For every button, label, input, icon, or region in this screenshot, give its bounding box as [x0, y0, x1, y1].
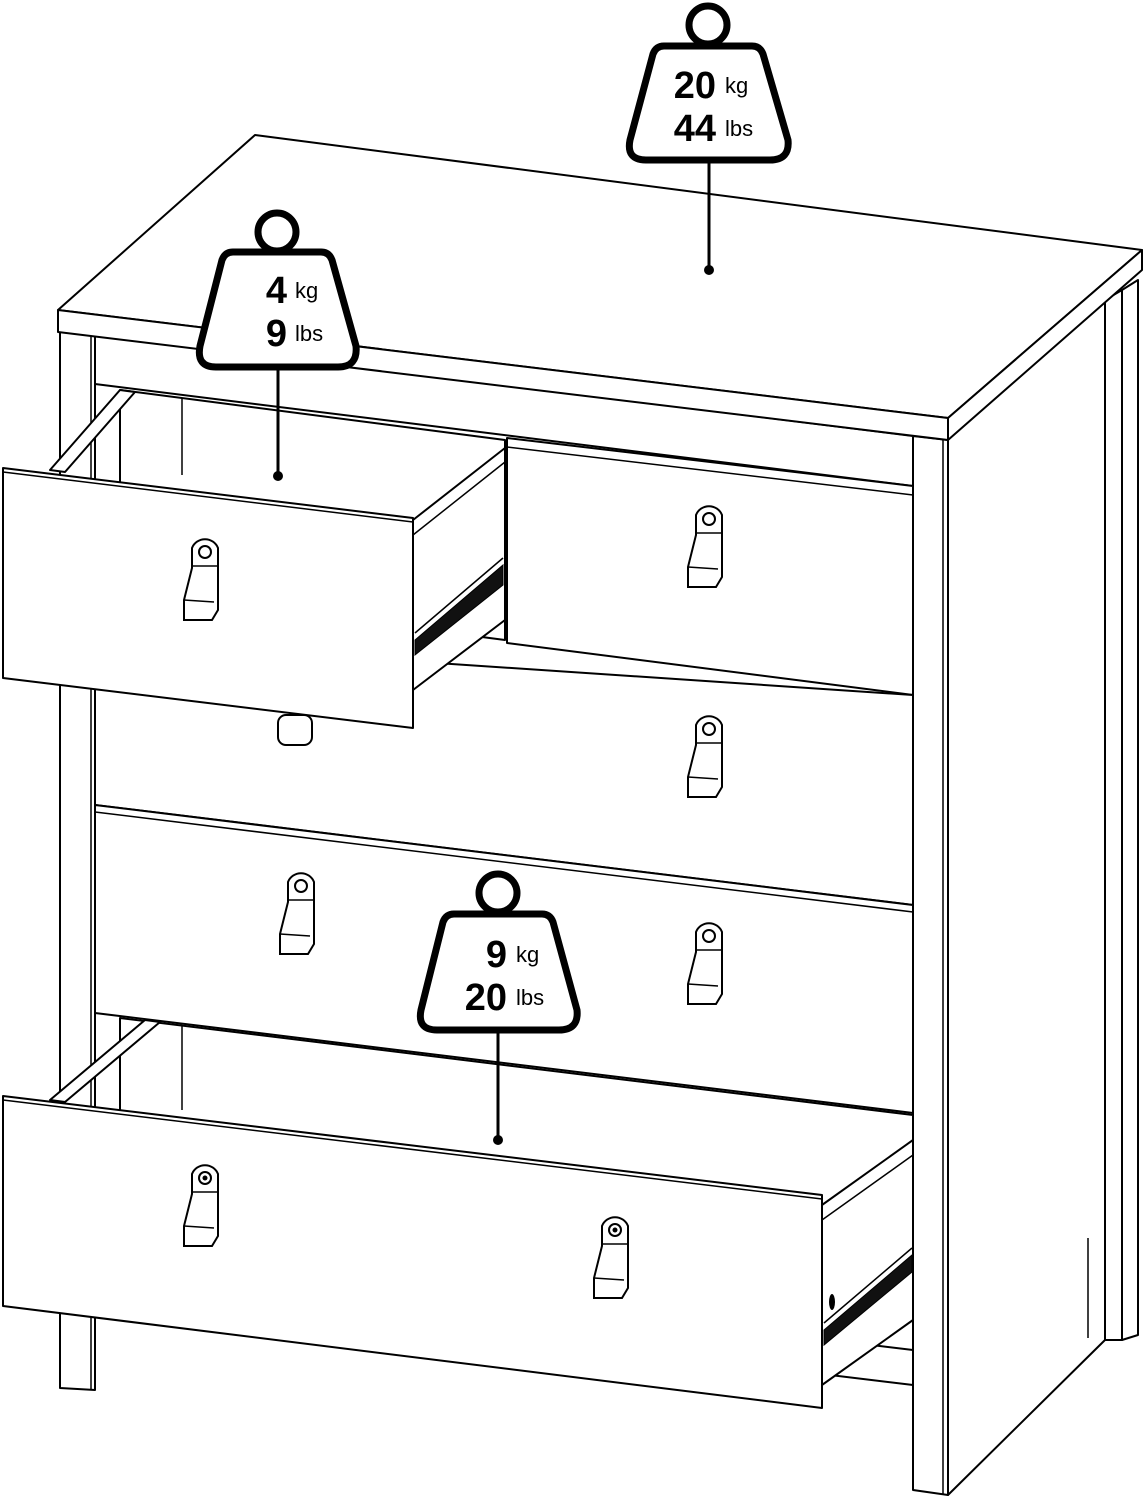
lbs-value: 44	[674, 108, 716, 150]
weight-label-top: 20 kg 44 lbs	[625, 2, 792, 275]
handle[interactable]	[687, 715, 723, 798]
drawer-top-right[interactable]	[506, 437, 914, 696]
lbs-unit: lbs	[516, 985, 544, 1010]
kg-unit: kg	[725, 73, 748, 98]
weight-ring-icon	[254, 209, 300, 255]
kg-value: 20	[674, 65, 716, 107]
weight-icon	[625, 42, 792, 164]
pointer-dot	[493, 1135, 503, 1145]
kg-unit: kg	[516, 942, 539, 967]
kg-unit: kg	[295, 278, 318, 303]
lbs-unit: lbs	[725, 116, 753, 141]
right-side-panel	[947, 299, 1106, 1496]
drawer-bottom-open[interactable]	[2, 1017, 914, 1409]
drawer-runner	[823, 1253, 913, 1347]
tabletop-side-edge	[947, 249, 1143, 441]
lbs-value: 9	[266, 313, 287, 355]
handle[interactable]	[687, 922, 723, 1005]
handle[interactable]	[277, 714, 313, 746]
drawer-top-left-open[interactable]	[2, 389, 506, 729]
lbs-value: 20	[465, 977, 507, 1019]
drawer-top-edge	[506, 446, 914, 496]
pointer-dot	[704, 265, 714, 275]
weight-ring-icon	[685, 2, 731, 48]
drawer-top-edge	[94, 811, 914, 913]
right-back-leg	[1104, 289, 1123, 1341]
weight-icon	[416, 910, 581, 1034]
lbs-unit: lbs	[295, 321, 323, 346]
handle[interactable]	[183, 538, 219, 621]
weight-label-large-drawer: 9 kg 20 lbs	[416, 870, 581, 1145]
weight-label-small-drawer: 4 kg 9 lbs	[195, 209, 360, 481]
kg-value: 4	[266, 270, 287, 312]
handle[interactable]	[279, 872, 315, 955]
drawer-side-left	[49, 1019, 161, 1103]
weight-icon	[195, 248, 360, 371]
runner-lever	[829, 1294, 835, 1310]
kg-value: 9	[486, 934, 507, 976]
right-back-leg-edge	[1121, 279, 1139, 1341]
handle[interactable]	[687, 505, 723, 588]
handle[interactable]	[183, 1164, 219, 1247]
pointer-dot	[273, 471, 283, 481]
drawer-side-left	[49, 389, 136, 473]
drawer-runner	[414, 563, 504, 657]
weight-ring-icon	[475, 870, 521, 916]
handle[interactable]	[593, 1216, 629, 1299]
